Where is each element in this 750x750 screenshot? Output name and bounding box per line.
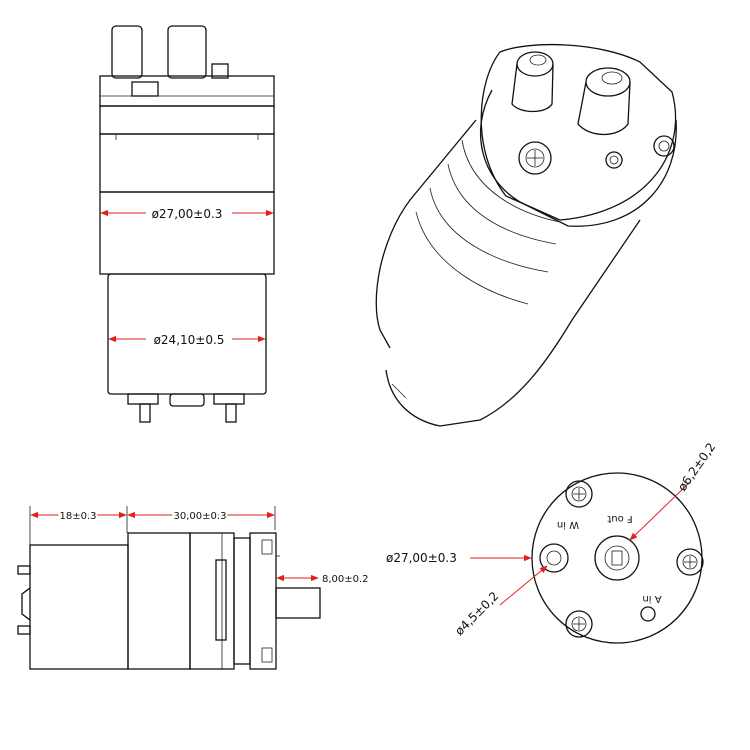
side-motor-length-label: 18±0.3 bbox=[59, 511, 96, 522]
end-dim-62 bbox=[629, 481, 691, 541]
port-f-out bbox=[594, 535, 640, 581]
side-view: 18±0.3 30,00±0.3 8,00±0.2 bbox=[17, 506, 369, 670]
end-outer-diameter-label: ø27,00±0.3 bbox=[386, 551, 457, 565]
port-a-in bbox=[640, 606, 656, 622]
port-w-in bbox=[539, 543, 569, 573]
end-dim-45 bbox=[499, 565, 548, 606]
end-view: W in F out A in ø27,00±0.3 ø6,2±0,2 ø4,5… bbox=[386, 440, 718, 644]
label-f-out: F out bbox=[607, 513, 632, 524]
isometric-view bbox=[375, 43, 677, 427]
side-nozzle-length-label: 8,00±0.2 bbox=[322, 574, 369, 585]
end-port-out-diameter-label: ø6,2±0,2 bbox=[675, 440, 718, 494]
label-a-in: A in bbox=[642, 593, 661, 604]
front-view: ø27,00±0.3 ø24,10±0.5 bbox=[99, 25, 275, 423]
side-pump-length-label: 30,00±0.3 bbox=[174, 511, 227, 522]
end-port-small-diameter-label: ø4,5±0,2 bbox=[452, 589, 501, 638]
end-outline bbox=[531, 472, 703, 644]
front-body-diameter-label: ø27,00±0.3 bbox=[152, 207, 223, 221]
front-motor-diameter-label: ø24,10±0.5 bbox=[154, 333, 225, 347]
label-w-in: W in bbox=[557, 519, 579, 530]
